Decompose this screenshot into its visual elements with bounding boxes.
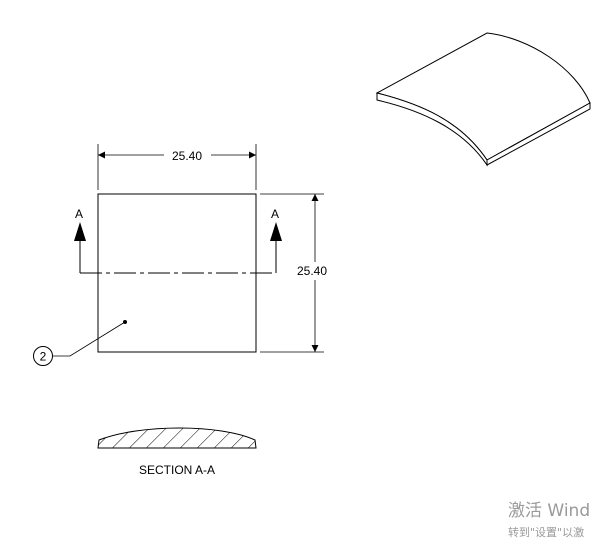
section-caption: SECTION A-A bbox=[139, 463, 215, 477]
balloon-callout: 2 bbox=[33, 320, 127, 366]
section-marker-right: A bbox=[271, 207, 279, 221]
isometric-view bbox=[375, 32, 591, 167]
section-line-a-a: A A bbox=[74, 207, 282, 274]
width-dimension: 25.40 bbox=[97, 144, 257, 190]
watermark-line-1: 激活 Wind bbox=[508, 501, 591, 521]
iso-top-face bbox=[375, 32, 591, 161]
balloon-number: 2 bbox=[40, 350, 47, 364]
section-outline bbox=[97, 427, 257, 449]
height-dimension: 25.40 bbox=[260, 193, 327, 353]
section-marker-left: A bbox=[75, 207, 83, 221]
section-view-a-a: SECTION A-A bbox=[97, 427, 257, 477]
watermark-line-2: 转到"设置"以激 bbox=[508, 526, 585, 539]
balloon-circle bbox=[33, 346, 53, 366]
width-dimension-text: 25.40 bbox=[172, 149, 202, 163]
height-dimension-text: 25.40 bbox=[297, 264, 327, 278]
section-arrow-left-icon bbox=[74, 222, 86, 241]
section-arrow-right-icon bbox=[270, 222, 282, 241]
